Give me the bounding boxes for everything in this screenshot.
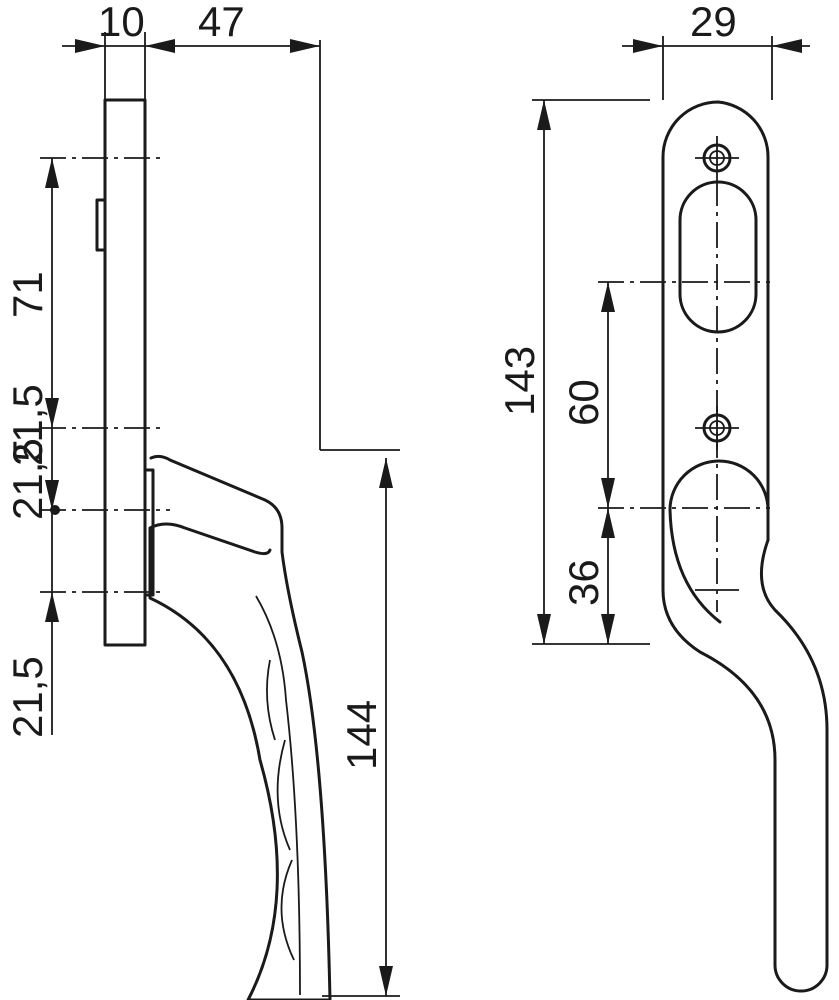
dim-plate-width: 29 (690, 0, 737, 45)
dim-handle-length: 144 (338, 700, 385, 770)
dim-plate-thickness: 10 (98, 0, 145, 45)
dim-upper-offset: 21,5 (4, 384, 51, 466)
side-grip-contour-2 (276, 739, 291, 851)
dim-plate-height: 143 (496, 346, 543, 416)
side-plate-tab (95, 198, 107, 252)
front-spindle-rose (668, 459, 770, 542)
side-grip-contour-1 (266, 659, 276, 741)
dim-lower-offset: 21,5 (4, 438, 51, 520)
front-plate-and-handle (661, 100, 829, 993)
dim-spindle-offset: 36 (560, 559, 607, 606)
side-grip-contour-3 (280, 859, 295, 961)
side-handle-lever (148, 454, 332, 1000)
front-view: 29 143 60 36 (496, 0, 829, 993)
side-view: 10 47 71 21,5 21,5 21,5 144 (4, 0, 400, 1000)
dim-hole-spacing: 60 (560, 379, 607, 426)
side-grip-inner (255, 595, 301, 996)
front-upper-slot (678, 180, 758, 334)
dim-handle-projection: 47 (198, 0, 245, 45)
dim-upper-spacing: 71 (4, 271, 51, 318)
side-backplate (103, 98, 147, 647)
dim-lower-ext: 21,5 (4, 656, 51, 738)
